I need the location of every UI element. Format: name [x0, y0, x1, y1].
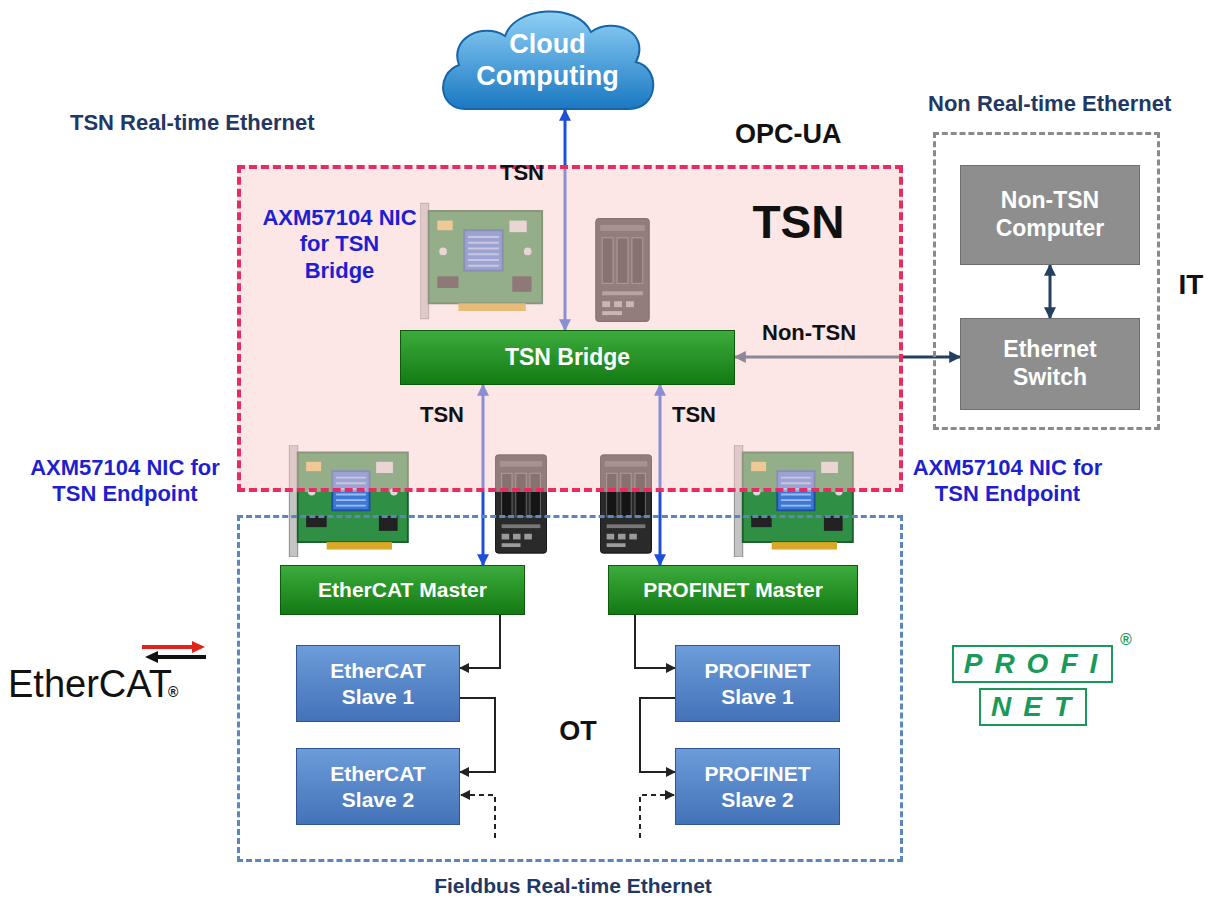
label-holder: EtherCAT [8, 662, 183, 708]
connector [460, 615, 500, 668]
node-label: PROFINET Slave 1 [684, 658, 831, 708]
master-box: PROFINET Master [608, 565, 858, 615]
bridge-box: TSN Bridge [400, 330, 735, 385]
node-label: PROFINET Master [643, 577, 823, 602]
label-holder: ® [1120, 630, 1142, 649]
master-box: EtherCAT Master [280, 565, 525, 615]
profinet-logo: NET [979, 688, 1087, 726]
protocol-label: OPC-UA [735, 118, 885, 150]
label-holder: NET [978, 688, 1088, 726]
node-label: Non-TSN Computer [969, 187, 1131, 242]
region-label: OT [548, 715, 608, 747]
it-region: Non Real-time EthernetITNon-TSN Computer… [933, 132, 1160, 430]
label-holder: AXM57104 NIC for TSN Endpoint [25, 455, 225, 508]
ethercat-logo-arrow [192, 641, 205, 653]
edge-label: TSN [672, 402, 716, 428]
label-holder: PROFI [945, 645, 1120, 683]
node-label: PROFINET Slave 2 [684, 761, 831, 811]
profinet-logo: PROFI [952, 645, 1114, 683]
edge-label: TSN [420, 402, 464, 428]
label-holder: ® [168, 684, 190, 701]
edge-label: Non-TSN [762, 320, 856, 346]
nic-label: AXM57104 NIC for TSN Endpoint [25, 455, 225, 508]
network-label: TSN Real-time Ethernet [70, 110, 400, 136]
edge-label-holder: TSN [420, 402, 464, 428]
node-label: TSN Bridge [505, 344, 630, 372]
nic-label: AXM57104 NIC for TSN Endpoint [905, 455, 1110, 508]
ot-region: OTFieldbus Real-time EthernetEtherCAT Ma… [237, 515, 903, 862]
cloud-outline [443, 11, 653, 109]
slave-box: PROFINET Slave 2 [675, 748, 840, 825]
connector [1049, 265, 1052, 318]
continuation-line [461, 795, 495, 838]
region-label: IT [1171, 268, 1211, 302]
node-label: EtherCAT Slave 1 [305, 658, 451, 708]
connector [635, 615, 675, 668]
text-holder: TSN [741, 195, 856, 250]
node-label: Ethernet Switch [969, 336, 1131, 391]
label-holder: OPC-UA [735, 118, 885, 150]
slave-box: EtherCAT Slave 1 [296, 645, 460, 722]
edge-label: TSN [500, 160, 544, 186]
ethercat-logo: EtherCAT [8, 662, 183, 708]
slave-box: EtherCAT Slave 2 [296, 748, 460, 825]
registered-mark: ® [1120, 630, 1142, 649]
slave-box: PROFINET Slave 1 [675, 645, 840, 722]
edge-label-holder: Non-TSN [762, 320, 856, 346]
switch-box: Ethernet Switch [960, 318, 1140, 410]
continuation-line [640, 795, 674, 838]
registered-mark: ® [168, 684, 190, 701]
text-holder: Fieldbus Real-time Ethernet [240, 873, 906, 898]
computer-box: Non-TSN Computer [960, 165, 1140, 265]
region-label: TSN [741, 195, 856, 250]
text-holder: OT [548, 715, 608, 747]
edge-label-holder: TSN [672, 402, 716, 428]
node-label: Cloud Computing [460, 28, 635, 93]
nic-label: AXM57104 NIC for TSN Bridge [262, 205, 417, 284]
node-label: EtherCAT Slave 2 [305, 761, 451, 811]
ethercat-logo-arrow [142, 645, 194, 649]
connector [640, 698, 675, 772]
region-label: Non Real-time Ethernet [928, 91, 1218, 117]
edge-label-holder: TSN [500, 160, 544, 186]
text-holder: Non Real-time Ethernet [928, 91, 1218, 117]
text-holder: IT [1171, 268, 1211, 302]
ethercat-logo-arrow [145, 651, 158, 663]
connector [460, 698, 495, 772]
node-label: EtherCAT Master [318, 577, 487, 602]
label-holder: TSN Real-time Ethernet [70, 110, 400, 136]
cloud-node: Cloud Computing [435, 2, 660, 110]
label-holder: AXM57104 NIC for TSN Bridge [262, 205, 417, 284]
label-holder: AXM57104 NIC for TSN Endpoint [905, 455, 1110, 508]
region-label: Fieldbus Real-time Ethernet [240, 873, 906, 898]
ethercat-logo-arrow [156, 655, 206, 659]
